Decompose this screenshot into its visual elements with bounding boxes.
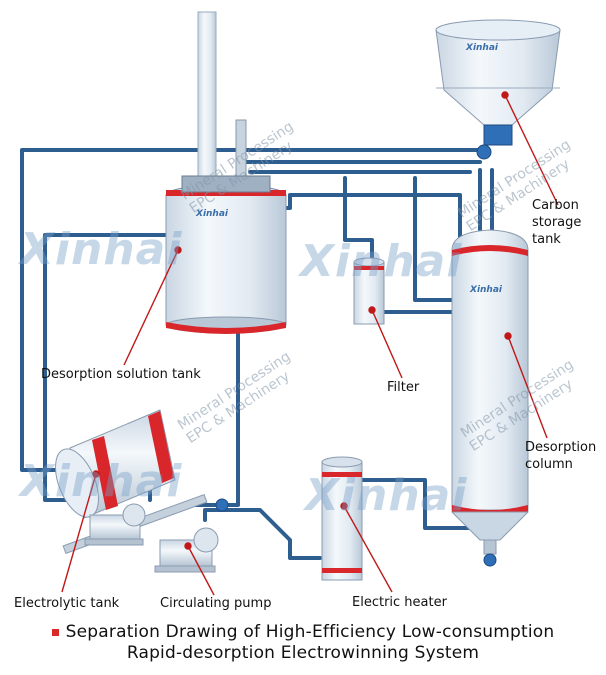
desorption-column: Xinhai — [450, 229, 530, 567]
label-desorption-column: Desorption column — [525, 439, 605, 473]
label-leaders — [61, 91, 559, 596]
label-electrolytic-tank: Electrolytic tank — [14, 596, 120, 611]
label-carbon-line: Carbon — [532, 198, 579, 213]
circulating-pump — [84, 498, 229, 573]
electric-heater-unit — [321, 456, 363, 581]
label-desorption-line: Desorption — [525, 440, 597, 455]
carbon-tank-brand-label: Xinhai — [465, 43, 499, 53]
desorption-solution-tank: Xinhai — [165, 175, 287, 334]
label-carbon-storage-tank: Carbon storage tank — [532, 197, 602, 248]
label-tank-line: tank — [532, 232, 561, 247]
label-electric-heater: Electric heater — [352, 595, 447, 610]
caption-line-1: Separation Drawing of High-Efficiency Lo… — [0, 622, 606, 643]
label-circulating-pump: Circulating pump — [160, 596, 272, 611]
label-desorption-solution-tank: Desorption solution tank — [41, 367, 201, 382]
caption-text-1: Separation Drawing of High-Efficiency Lo… — [65, 622, 555, 642]
label-filter: Filter — [387, 380, 420, 395]
caption-text-2: Rapid-desorption Electrowinning System — [126, 643, 480, 663]
exhaust-stack — [197, 11, 247, 183]
column-brand-label: Xinhai — [469, 285, 503, 295]
label-column-line: column — [525, 457, 573, 472]
label-storage-line: storage — [532, 215, 582, 230]
caption-line-2: Rapid-desorption Electrowinning System — [0, 643, 606, 664]
carbon-storage-tank: Xinhai — [435, 19, 561, 160]
filter-unit — [353, 257, 385, 325]
caption-bullet-icon — [51, 628, 59, 636]
tank-brand-label: Xinhai — [195, 209, 229, 219]
